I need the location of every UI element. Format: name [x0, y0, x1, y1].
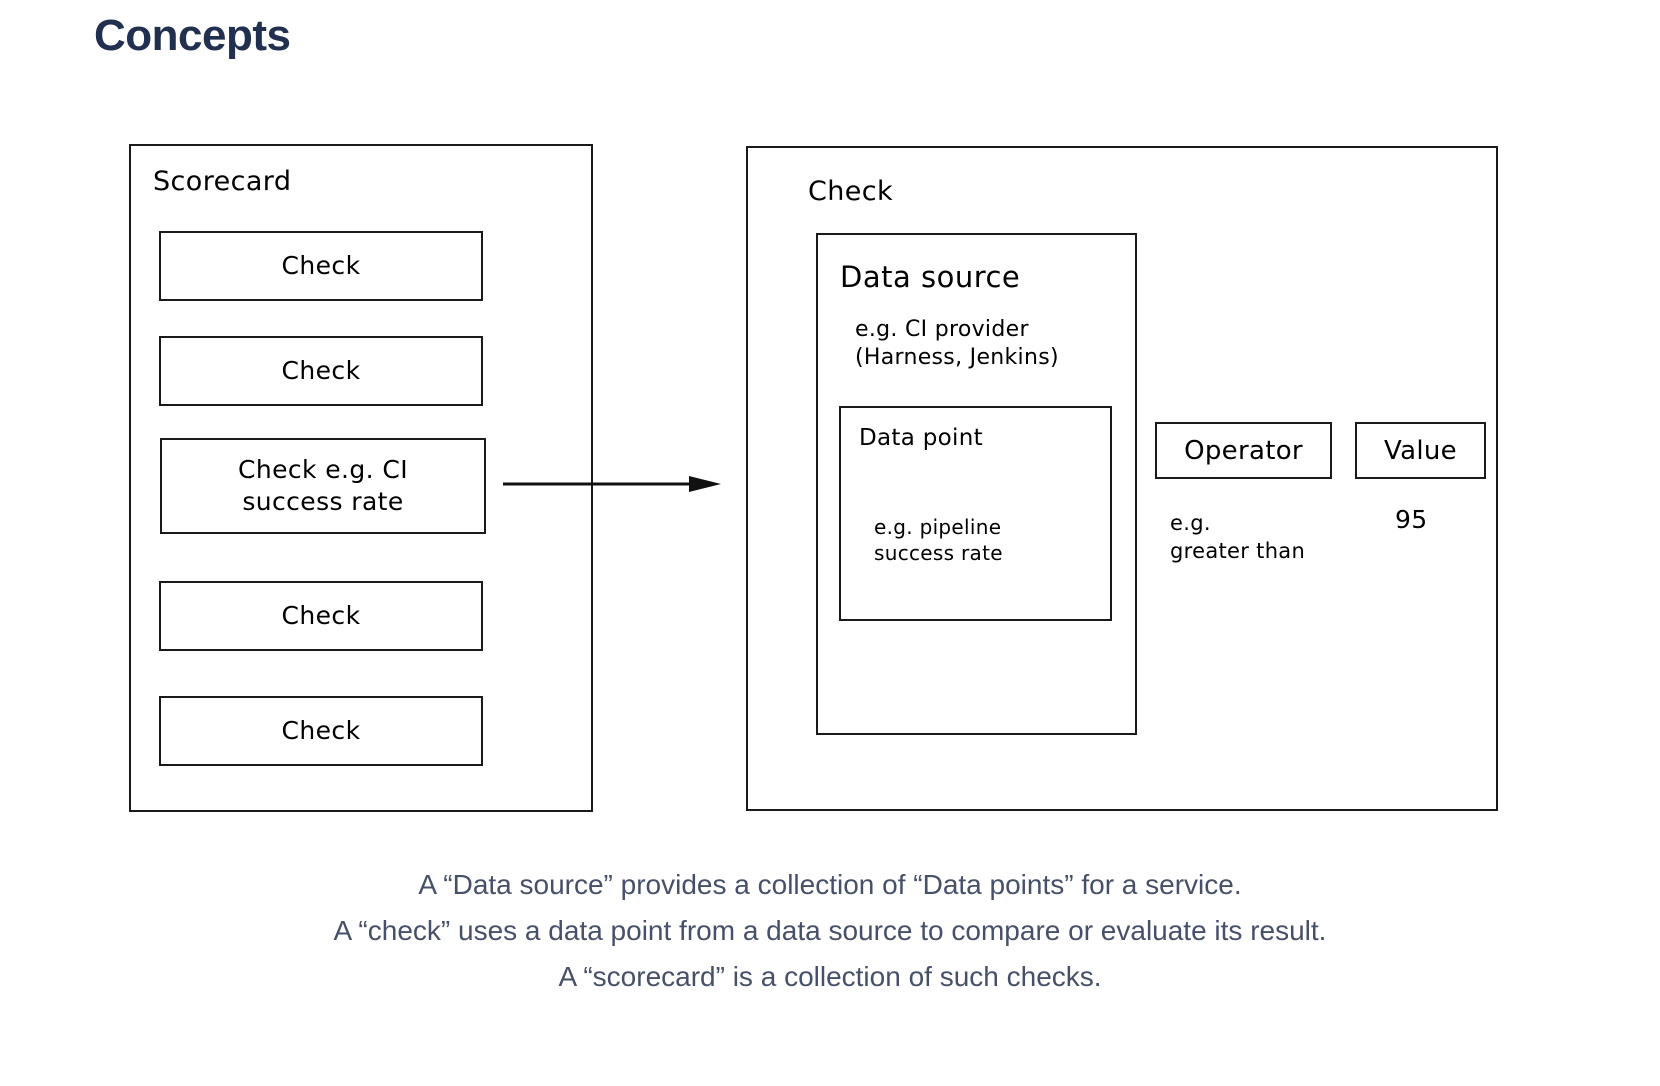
scorecard-check-item-ci-success-rate[interactable]: Check e.g. CI success rate	[160, 438, 486, 534]
operator-example: e.g. greater than	[1170, 511, 1306, 564]
data-source-label: Data source	[840, 260, 1021, 294]
caption-line-2: A “check” uses a data point from a data …	[333, 915, 1327, 947]
scorecard-label: Scorecard	[153, 166, 292, 197]
scorecard-check-item[interactable]: Check	[159, 231, 483, 301]
caption-line-3: A “scorecard” is a collection of such ch…	[558, 961, 1102, 993]
data-point-label: Data point	[859, 425, 983, 451]
caption-line-1: A “Data source” provides a collection of…	[418, 869, 1242, 900]
page-title: Concepts	[94, 11, 291, 60]
operator-box[interactable]: Operator	[1155, 422, 1332, 479]
scorecard-check-item[interactable]: Check	[159, 581, 483, 651]
data-point-example: e.g. pipeline success rate	[874, 515, 1003, 566]
scorecard-check-item[interactable]: Check	[159, 336, 483, 406]
data-source-example: e.g. CI provider (Harness, Jenkins)	[855, 317, 1059, 371]
data-point-container	[839, 406, 1112, 621]
diagram-caption: A “Data source” provides a collection of…	[0, 862, 1660, 1001]
value-box[interactable]: Value	[1355, 422, 1486, 479]
scorecard-check-item[interactable]: Check	[159, 696, 483, 766]
check-label: Check	[808, 176, 894, 207]
value-amount: 95	[1395, 505, 1428, 534]
arrow-right-icon	[503, 476, 721, 492]
